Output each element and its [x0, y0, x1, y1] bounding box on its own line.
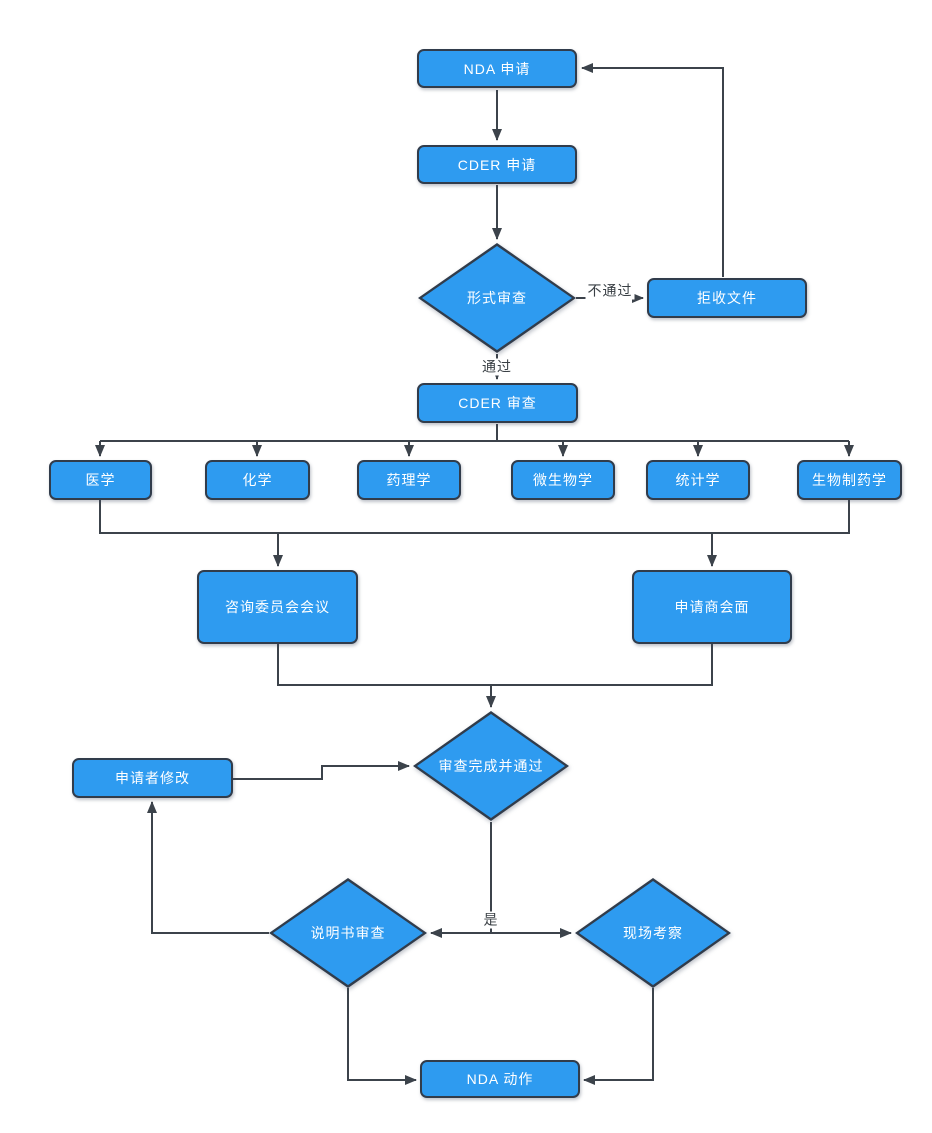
edge-label-yes: 是 [481, 911, 501, 929]
node-statistics[interactable]: 统计学 [646, 460, 750, 500]
node-pharmacology[interactable]: 药理学 [357, 460, 461, 500]
node-reject-documents[interactable]: 拒收文件 [647, 278, 807, 318]
node-cder-review[interactable]: CDER 审查 [417, 383, 578, 423]
edge-review-merge-bus [99, 500, 850, 534]
edge-cderrev-bus [100, 424, 849, 442]
node-medicine[interactable]: 医学 [49, 460, 152, 500]
node-cder-application[interactable]: CDER 申请 [417, 145, 577, 184]
node-formal-review[interactable]: 形式审查 [418, 243, 576, 353]
edge-label-pass: 通过 [480, 358, 514, 376]
edge-meetings-merge [277, 644, 713, 686]
node-label: 说明书审查 [310, 925, 386, 941]
edge-label-review-to-revision [147, 801, 269, 934]
node-microbiology[interactable]: 微生物学 [511, 460, 615, 500]
edge-reject-to-nda [581, 63, 724, 277]
node-label: 审查完成并通过 [438, 758, 544, 774]
node-applicant-revision[interactable]: 申请者修改 [72, 758, 233, 798]
node-review-complete-passed[interactable]: 审查完成并通过 [413, 711, 569, 821]
node-label-review[interactable]: 说明书审查 [269, 878, 427, 988]
node-applicant-meeting[interactable]: 申请商会面 [632, 570, 792, 644]
node-nda-action[interactable]: NDA 动作 [420, 1060, 580, 1098]
node-label: 现场考察 [623, 925, 683, 941]
edge-label-review-to-action [347, 988, 417, 1085]
node-site-inspection[interactable]: 现场考察 [575, 878, 731, 988]
node-chemistry[interactable]: 化学 [205, 460, 310, 500]
edge-label-fail: 不通过 [585, 282, 635, 300]
node-label: 形式审查 [467, 290, 527, 306]
node-biopharmaceutics[interactable]: 生物制药学 [797, 460, 902, 500]
node-nda-application[interactable]: NDA 申请 [417, 49, 577, 88]
node-advisory-committee-meeting[interactable]: 咨询委员会会议 [197, 570, 358, 644]
edge-site-inspection-to-action [583, 988, 654, 1085]
edge-revision-to-complete [233, 761, 410, 780]
